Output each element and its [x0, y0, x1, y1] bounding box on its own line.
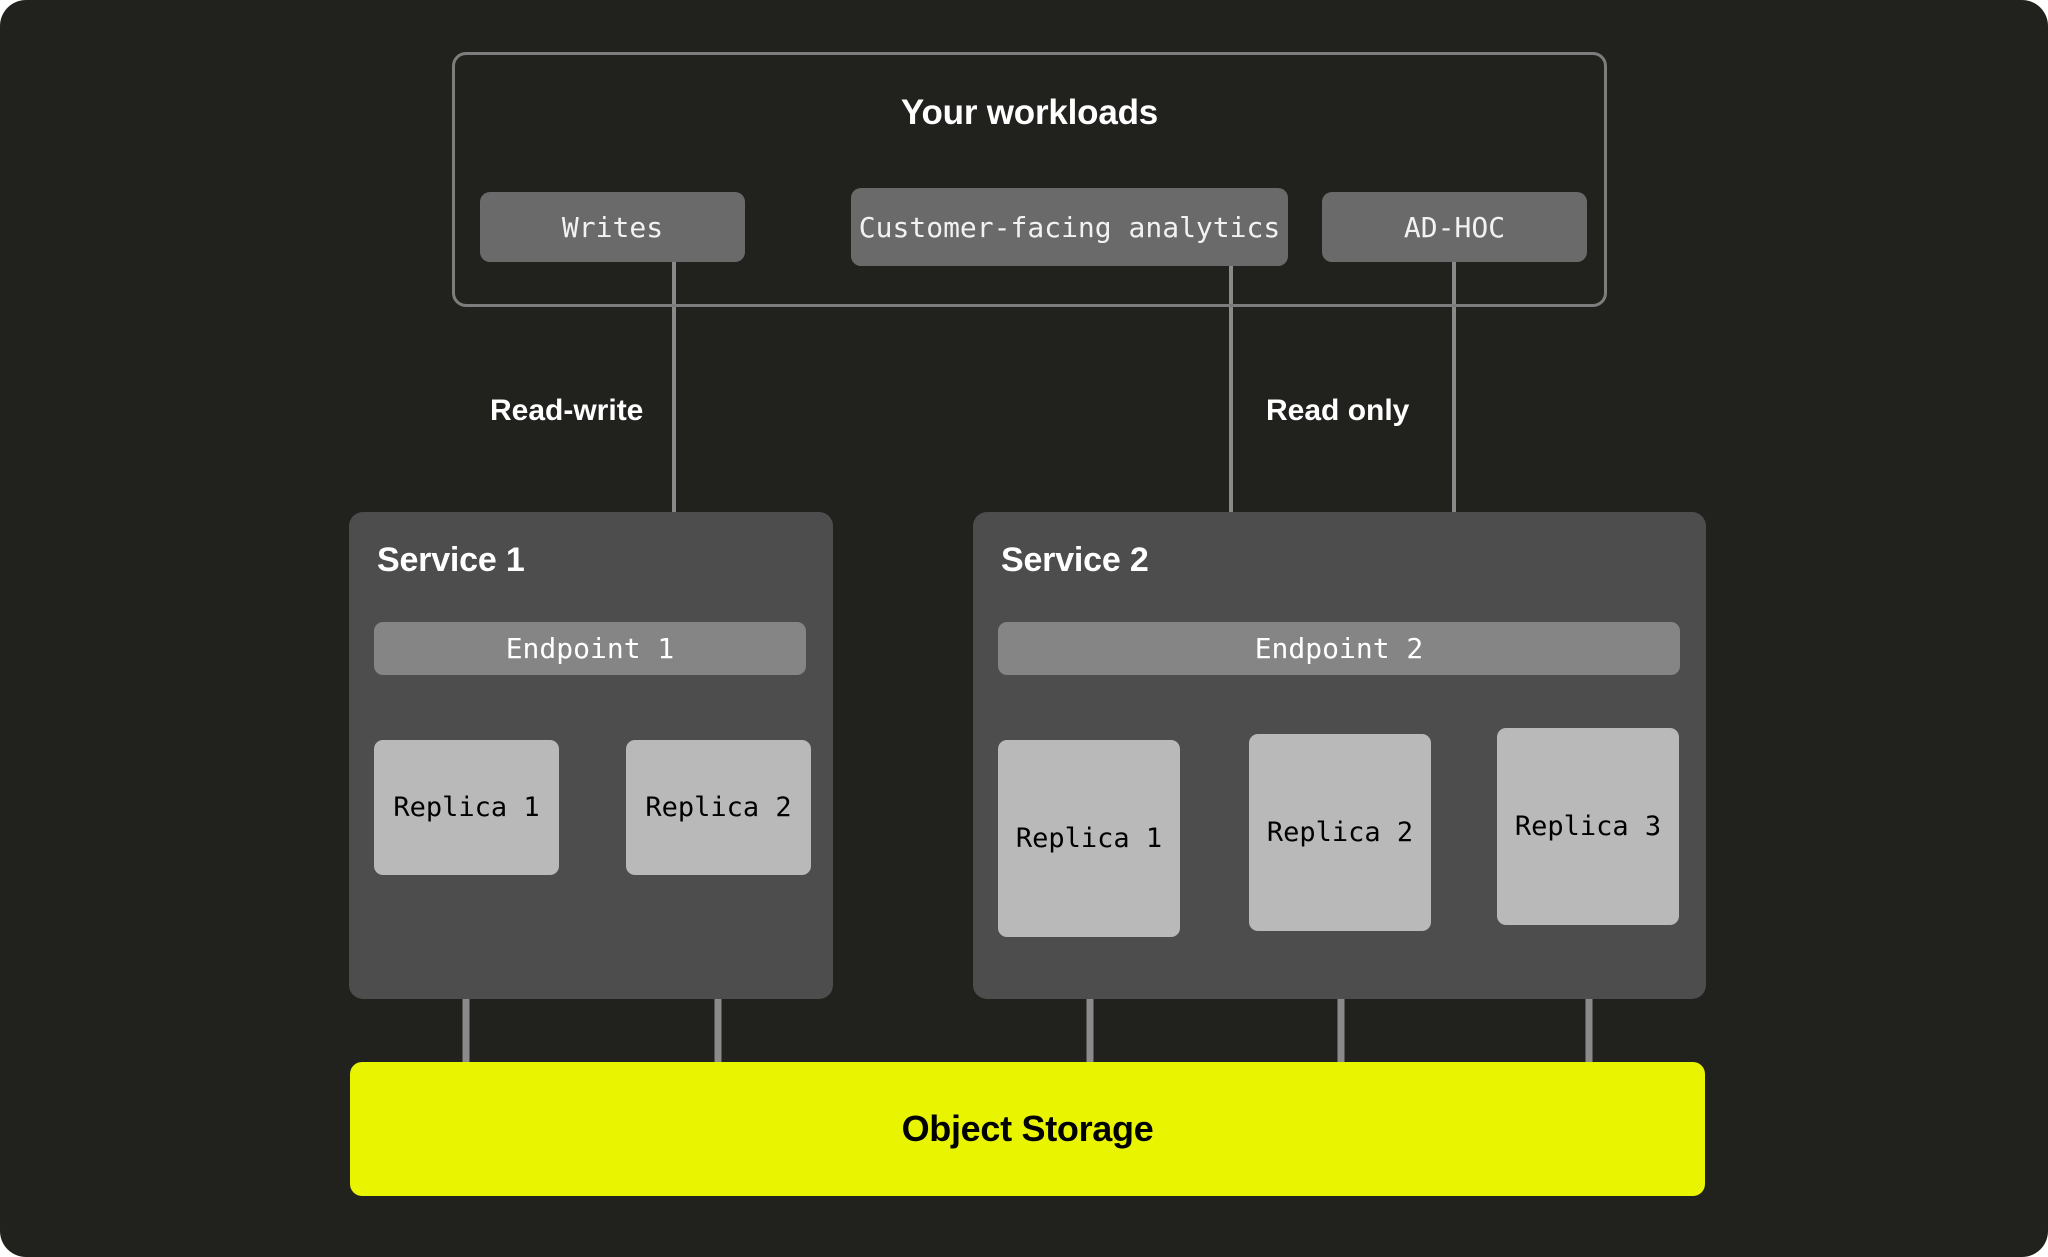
endpoint-1[interactable]: Endpoint 1 — [374, 622, 806, 675]
endpoint-label: Endpoint 1 — [505, 632, 675, 665]
replica-label: Replica 1 — [393, 792, 540, 823]
workload-chip-label: Customer-facing analytics — [858, 210, 1281, 244]
service-1-title: Service 1 — [377, 541, 525, 579]
service-panel-1: Service 1 Endpoint 1 Replica 1 Replica 2 — [349, 512, 833, 999]
replica-label: Replica 3 — [1514, 811, 1662, 842]
service-2-replica-1[interactable]: Replica 1 — [998, 740, 1180, 937]
replica-label: Replica 1 — [1015, 823, 1163, 854]
edge-label-read-write: Read-write — [490, 394, 644, 427]
replica-label: Replica 2 — [645, 792, 792, 823]
workload-chip-customer-facing-analytics[interactable]: Customer-facing analytics — [851, 188, 1288, 266]
service-panel-2: Service 2 Endpoint 2 Replica 1 Replica 2… — [973, 512, 1706, 999]
service-1-replica-1[interactable]: Replica 1 — [374, 740, 559, 875]
object-storage-label: Object Storage — [901, 1108, 1154, 1149]
service-1-replica-2[interactable]: Replica 2 — [626, 740, 811, 875]
workload-chip-label: Writes — [561, 210, 664, 244]
service-2-replica-2[interactable]: Replica 2 — [1249, 734, 1431, 931]
service-2-title: Service 2 — [1001, 541, 1149, 579]
edge-label-read-only: Read only — [1266, 394, 1410, 427]
workload-chip-writes[interactable]: Writes — [480, 192, 745, 262]
endpoint-2[interactable]: Endpoint 2 — [998, 622, 1680, 675]
workload-chip-ad-hoc[interactable]: AD-HOC — [1322, 192, 1587, 262]
service-2-replica-3[interactable]: Replica 3 — [1497, 728, 1679, 925]
workloads-container: Your workloads — [452, 52, 1607, 307]
workloads-title: Your workloads — [900, 93, 1159, 132]
replica-label: Replica 2 — [1266, 817, 1414, 848]
endpoint-label: Endpoint 2 — [1254, 632, 1424, 665]
object-storage-bar[interactable]: Object Storage — [350, 1062, 1705, 1196]
workload-chip-label: AD-HOC — [1403, 210, 1506, 244]
